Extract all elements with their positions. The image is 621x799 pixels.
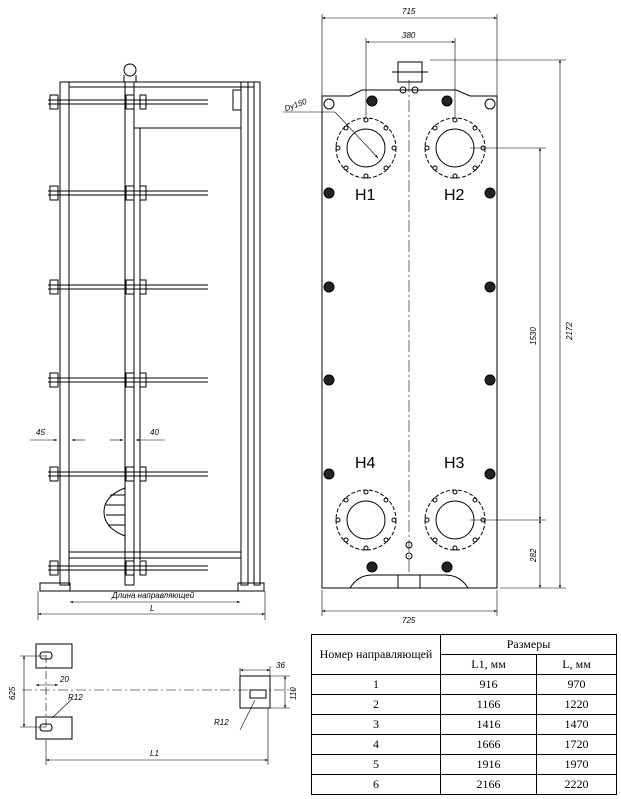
corner-lug-icon <box>484 98 496 110</box>
dim-380: 380 <box>402 31 416 40</box>
front-view <box>321 61 498 589</box>
port-flange-H4 <box>335 489 397 551</box>
tie-bolt <box>48 372 208 388</box>
dim-L: L <box>150 604 154 613</box>
cell-L1: 916 <box>439 674 538 695</box>
table-row: 6 2166 2220 <box>311 774 617 795</box>
dim-r12-right: R12 <box>214 718 229 727</box>
dim-282: 282 <box>529 548 538 563</box>
table-row: 3 1416 1470 <box>311 714 617 735</box>
cell-L1: 1916 <box>439 754 538 775</box>
cell-number: 6 <box>311 774 441 795</box>
tie-bolt <box>48 185 208 201</box>
fixed-plate <box>59 81 70 586</box>
nozzle <box>103 487 126 537</box>
header-L: L, мм <box>536 654 617 675</box>
port-label-H3: H3 <box>444 455 465 472</box>
tie-bolt <box>48 94 208 110</box>
dim-36: 36 <box>276 661 285 670</box>
table-row: 1 916 970 <box>311 674 617 695</box>
dim-dy150: Dy150 <box>283 97 308 114</box>
dim-715: 715 <box>402 7 416 16</box>
dim-2172: 2172 <box>565 322 574 341</box>
header-dimensions: Размеры <box>440 634 617 655</box>
end-post <box>253 81 261 586</box>
port-label-H2: H2 <box>444 187 465 204</box>
port-label-H4: H4 <box>355 455 376 472</box>
header-guide-number: Номер направляющей <box>311 634 441 675</box>
cell-L1: 1666 <box>439 734 538 755</box>
support-column <box>240 81 249 586</box>
table-subheader-row: L1, мм L, мм <box>312 654 617 675</box>
pressure-plate <box>124 81 135 586</box>
side-view <box>39 63 265 592</box>
side-bolt-icon <box>323 95 496 573</box>
tie-bolt <box>48 560 208 576</box>
dim-r12-left: R12 <box>68 693 83 702</box>
tie-bolt <box>48 466 208 482</box>
tie-bolt <box>48 279 208 295</box>
dim-40: 40 <box>150 428 159 437</box>
table-row: 2 1166 1220 <box>311 694 617 715</box>
cell-L: 1220 <box>536 694 617 715</box>
cell-number: 1 <box>311 674 441 695</box>
cell-number: 5 <box>311 754 441 775</box>
cell-L1: 2166 <box>439 774 538 795</box>
table-row: 5 1916 1970 <box>311 754 617 775</box>
lifting-eye <box>123 63 137 77</box>
detail-view <box>35 643 271 740</box>
dim-L1: L1 <box>150 749 159 758</box>
table-row: 4 1666 1720 <box>311 734 617 755</box>
cell-L: 1970 <box>536 754 617 775</box>
cell-number: 4 <box>311 734 441 755</box>
cell-number: 2 <box>311 694 441 715</box>
header-L1: L1, мм <box>439 654 538 675</box>
port-flange-H1 <box>335 117 397 179</box>
guide-end-block-bottom <box>35 716 73 740</box>
guide-end-block-right <box>239 675 271 709</box>
dim-110: 110 <box>289 687 298 700</box>
port-label-H1: H1 <box>355 187 376 204</box>
dim-1530: 1530 <box>529 327 538 345</box>
cell-L: 1720 <box>536 734 617 755</box>
cell-L: 970 <box>536 674 617 695</box>
table-header-row: Номер направляющей Размеры <box>311 634 617 675</box>
dim-725: 725 <box>402 616 416 625</box>
cell-L1: 1166 <box>439 694 538 715</box>
dimensions-table: Номер направляющей Размеры L1, мм L, мм … <box>311 634 617 795</box>
cell-L1: 1416 <box>439 714 538 735</box>
center-bottom-block <box>397 574 421 589</box>
cell-L: 1470 <box>536 714 617 735</box>
cell-number: 3 <box>311 714 441 735</box>
left-foot <box>39 582 71 592</box>
dim-20: 20 <box>59 675 69 684</box>
guide-length-label: Длина направляющей <box>111 591 195 600</box>
dim-45: 45 <box>36 428 45 437</box>
corner-lug-icon <box>323 98 335 110</box>
dim-625: 625 <box>8 686 17 700</box>
cell-L: 2220 <box>536 774 617 795</box>
